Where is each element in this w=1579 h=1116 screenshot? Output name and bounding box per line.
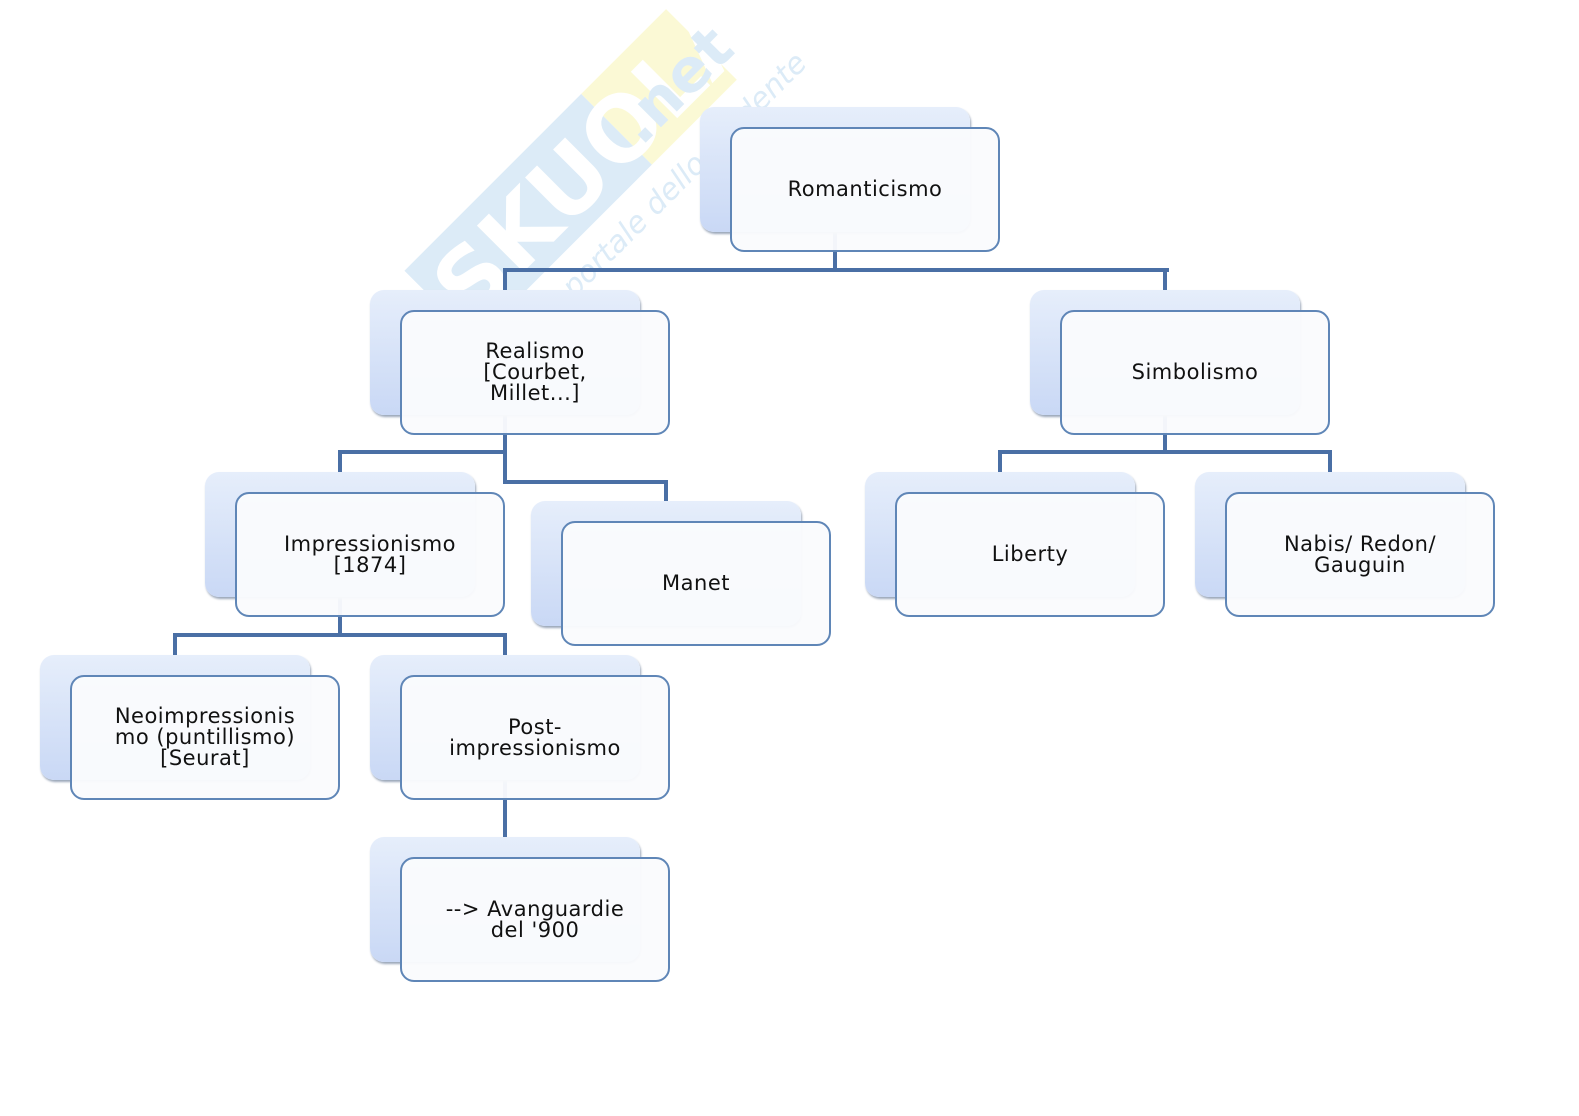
connector: [998, 450, 1002, 472]
connector: [503, 268, 1169, 272]
connector: [338, 450, 507, 454]
connector: [1163, 268, 1167, 290]
connector: [998, 450, 1332, 454]
node-manet: Manet: [531, 501, 831, 646]
node-nabis: Nabis/ Redon/ Gauguin: [1195, 472, 1495, 617]
node-postimpressionismo: Post- impressionismo: [370, 655, 670, 800]
node-neoimpressionismo: Neoimpressionis mo (puntillismo) [Seurat…: [40, 655, 340, 800]
connector: [173, 633, 507, 637]
connector: [503, 780, 507, 838]
node-label: Neoimpressionis mo (puntillismo) [Seurat…: [114, 704, 296, 770]
node-label: Simbolismo: [1131, 360, 1259, 384]
connector: [503, 633, 507, 655]
connector: [1328, 450, 1332, 472]
connector: [503, 268, 507, 290]
node-label: --> Avanguardie del '900: [445, 896, 625, 942]
node-label: Nabis/ Redon/ Gauguin: [1283, 531, 1437, 577]
connector: [173, 633, 177, 655]
node-label: Impressionismo [1874]: [283, 531, 457, 577]
connector: [833, 232, 837, 272]
node-label: Manet: [662, 571, 730, 595]
node-liberty: Liberty: [865, 472, 1165, 617]
connector: [503, 415, 507, 484]
node-impressionismo: Impressionismo [1874]: [205, 472, 505, 617]
node-label: Post- impressionismo: [449, 714, 621, 760]
connector: [664, 480, 668, 501]
node-realismo: Realismo [Courbet, Millet...]: [370, 290, 670, 435]
connector: [338, 597, 342, 637]
node-label: Romanticismo: [787, 177, 943, 201]
connector: [503, 480, 668, 484]
node-avanguardie: --> Avanguardie del '900: [370, 837, 670, 982]
node-romanticismo: Romanticismo: [700, 107, 1000, 252]
node-label: Realismo [Courbet, Millet...]: [483, 339, 587, 405]
node-simbolismo: Simbolismo: [1030, 290, 1330, 435]
node-label: Liberty: [991, 542, 1069, 566]
connector: [338, 450, 342, 472]
